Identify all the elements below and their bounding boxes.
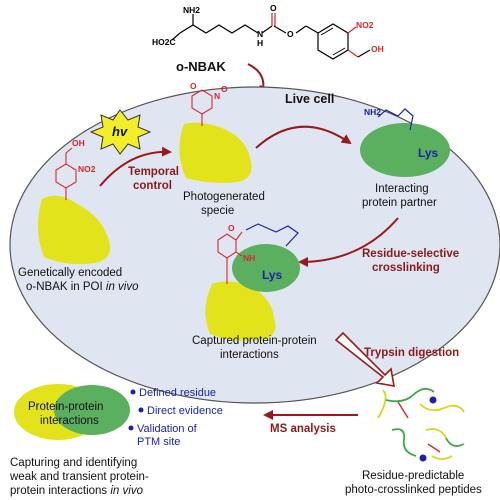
- hv-label: hv: [112, 124, 128, 139]
- h-label: H: [257, 38, 263, 48]
- lys-side-chain-right: [377, 108, 414, 131]
- temporal-arrow: [99, 146, 172, 187]
- ester-o-label: O: [287, 29, 294, 39]
- bullet-dot: [128, 425, 134, 431]
- onbak-structure: NH2 HO2C N H O O NO2 OH: [152, 3, 384, 60]
- right-h2n-label: NH2: [364, 107, 381, 117]
- bullet-dot: [138, 407, 144, 413]
- temporal-label-line1: Temporal: [128, 166, 179, 178]
- bullet-dot: [130, 389, 136, 395]
- lys-label-right: Lys: [418, 146, 439, 160]
- interacting-line2: protein partner: [362, 197, 437, 209]
- left-no2-label: NO2: [78, 164, 96, 174]
- captured-yellow-blob: [205, 281, 276, 341]
- capturing-line1: Capturing and identifying: [10, 457, 137, 469]
- benefit-list: Defined residue Direct evidence Validati…: [128, 387, 223, 448]
- adduct-nh-label: NH: [243, 253, 255, 263]
- genetically-encoded-line1: Genetically encoded: [18, 267, 122, 279]
- live-cell-label: Live cell: [285, 92, 334, 106]
- nitroso-aldehyde-side-chain: O N O: [190, 81, 228, 126]
- temporal-label-line2: control: [133, 180, 172, 192]
- crosslink-arrow: [298, 217, 399, 267]
- photogenerated-line2: specie: [201, 205, 234, 217]
- bullet-direct-evidence: Direct evidence: [147, 405, 223, 417]
- aldehyde-o-label: O: [190, 81, 197, 91]
- trypsin-label: Trypsin digestion: [364, 347, 459, 359]
- residue-predictable-line2: photo-crosslinked peptides: [345, 484, 482, 496]
- crosslink-adduct: O NH: [217, 223, 299, 284]
- photogenerated-blob: [179, 122, 252, 183]
- bullet-defined-residue: Defined residue: [139, 387, 216, 399]
- captured-green-ellipse: [232, 244, 300, 292]
- genetically-encoded-line2: o-NBAK in POI in vivo: [26, 281, 139, 293]
- nh-label: N: [257, 29, 263, 39]
- left-oh-label: OH: [72, 138, 85, 148]
- bullet-validation: Validation of: [137, 423, 198, 435]
- nitroso-n-label: N: [214, 91, 220, 101]
- captured-line2: interactions: [220, 349, 279, 361]
- nh2-label: NH2: [183, 5, 200, 15]
- adduct-o-label: O: [228, 223, 235, 233]
- residue-selective-line2: crosslinking: [372, 262, 440, 274]
- bullet-ptm-site: PTM site: [137, 436, 180, 448]
- partner-protein-ellipse: [360, 123, 450, 177]
- photogenerated-line1: Photogenerated: [183, 191, 265, 203]
- carbonyl-o-label: O: [270, 3, 277, 13]
- onbak-side-chain-left: OH NO2: [55, 138, 96, 200]
- residue-selective-line1: Residue-selective: [362, 248, 459, 260]
- poi-left-blob: [37, 195, 111, 265]
- ms-label: MS analysis: [270, 423, 336, 435]
- binding-arrow: [255, 125, 352, 149]
- residue-predictable-line1: Residue-predictable: [362, 470, 464, 482]
- ho2c-label: HO2C: [152, 37, 176, 47]
- no2-label: NO2: [356, 20, 374, 30]
- light-burst-icon: [89, 109, 152, 155]
- compound-name: o-NBAK: [176, 59, 226, 74]
- lys-label-captured: Lys: [262, 268, 283, 282]
- capturing-line3: protein interactions in vivo: [10, 485, 144, 497]
- oh-label: OH: [371, 44, 384, 54]
- ppi-line1: Protein-protein: [28, 401, 103, 413]
- capturing-line2: weak and transient protein-: [9, 471, 149, 483]
- ppi-green-ellipse: [54, 385, 130, 435]
- nitroso-o-label: O: [221, 84, 228, 94]
- interacting-line1: Interacting: [375, 183, 429, 195]
- ppi-line2: interactions: [40, 415, 99, 427]
- captured-line1: Captured protein-protein: [192, 335, 317, 347]
- trypsin-arrow: [334, 331, 395, 387]
- crosslinked-peptides: [377, 387, 465, 462]
